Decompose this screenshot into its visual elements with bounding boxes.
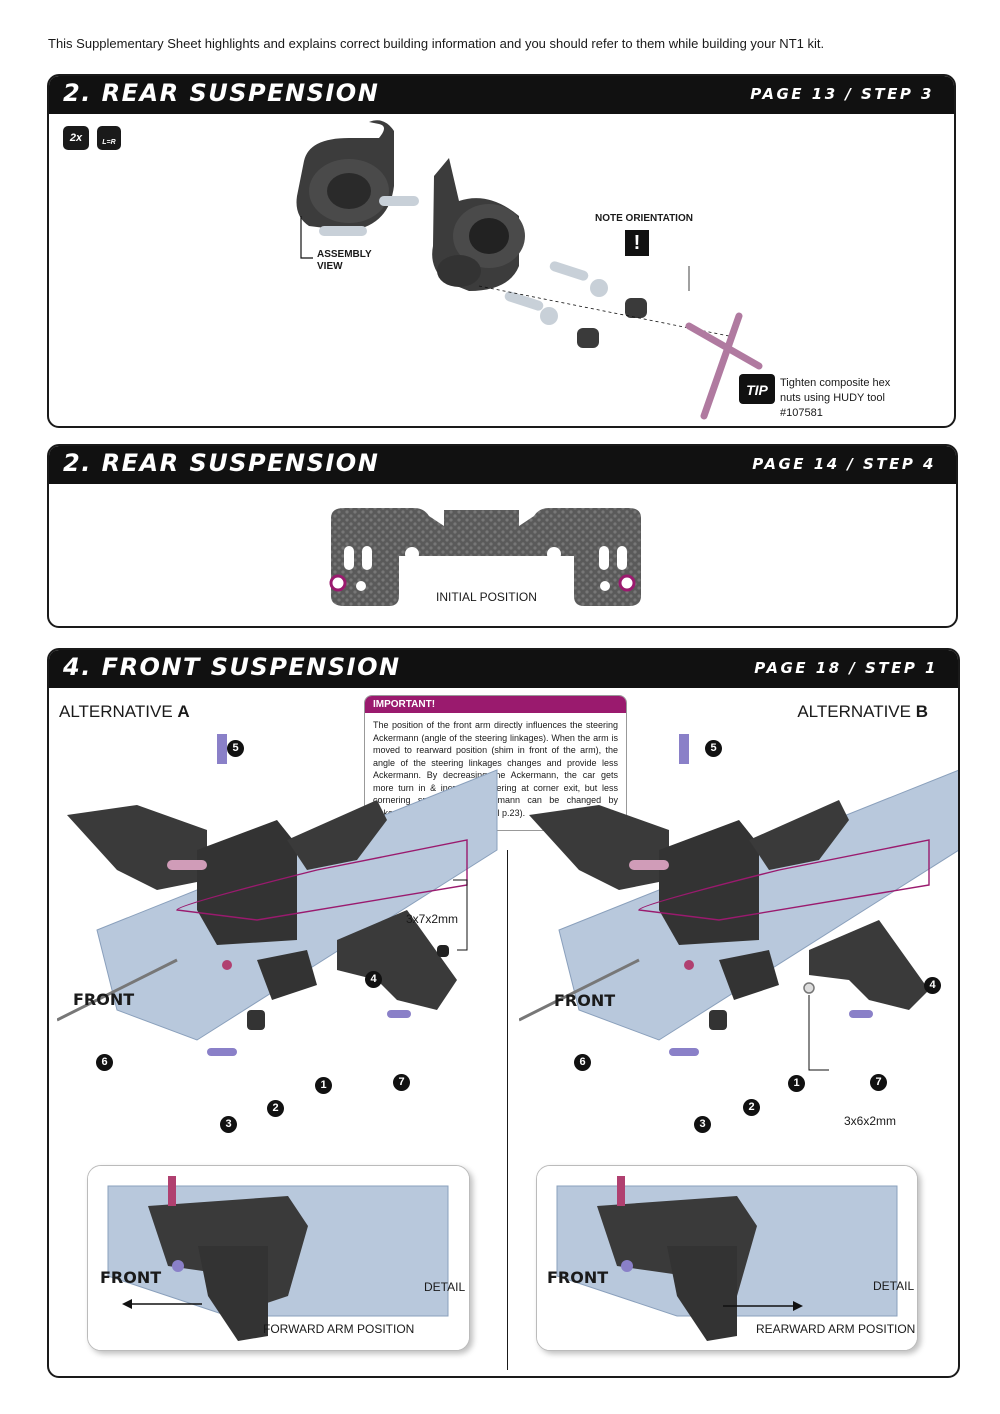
alternative-a-label: ALTERNATIVE A <box>59 702 190 721</box>
detail-forward-illustration <box>88 1166 469 1350</box>
part-number-7: 7 <box>393 1074 410 1091</box>
section-rear-suspension-step3: 2. REAR SUSPENSION PAGE 13 / STEP 3 2x L… <box>47 74 956 428</box>
detail-box-forward: FRONT DETAIL FORWARD ARM POSITION <box>87 1165 470 1351</box>
rearward-arrow-icon <box>723 1301 803 1311</box>
part-number-4: 4 <box>365 971 382 988</box>
shim-size-b: 3x6x2mm <box>844 1114 897 1128</box>
section-rear-suspension-step4: 2. REAR SUSPENSION PAGE 14 / STEP 4 INIT… <box>47 444 958 628</box>
tip-text: Tighten composite hex nuts using HUDY to… <box>780 377 891 419</box>
part-number-6: 6 <box>96 1054 113 1071</box>
important-title: IMPORTANT! <box>365 696 626 713</box>
carbon-plate-illustration <box>329 508 641 606</box>
section-page-ref: PAGE 14 / STEP 4 <box>752 455 936 473</box>
detail-label: DETAIL <box>873 1279 915 1293</box>
assembly-view-label: ASSEMBLY VIEW <box>317 249 372 272</box>
part-number-2: 2 <box>267 1100 284 1117</box>
section-title: 4. FRONT SUSPENSION <box>63 653 401 681</box>
initial-position-label: INITIAL POSITION <box>436 590 537 604</box>
section-front-suspension-step1: 4. FRONT SUSPENSION PAGE 18 / STEP 1 ALT… <box>47 648 960 1378</box>
forward-position-caption: FORWARD ARM POSITION <box>263 1322 415 1336</box>
alternative-b-illustration <box>519 734 958 1071</box>
note-orientation-label: NOTE ORIENTATION <box>595 213 693 224</box>
part-number-6: 6 <box>574 1054 591 1071</box>
section-title: 2. REAR SUSPENSION <box>63 79 380 107</box>
tip-badge: TIP <box>739 374 775 404</box>
section-header: 4. FRONT SUSPENSION PAGE 18 / STEP 1 <box>49 650 958 688</box>
column-divider <box>507 850 508 1370</box>
part-number-1: 1 <box>788 1075 805 1092</box>
detail-label: DETAIL <box>424 1280 466 1294</box>
section-title: 2. REAR SUSPENSION <box>63 449 380 477</box>
rearward-position-caption: REARWARD ARM POSITION <box>756 1322 916 1336</box>
front-label: FRONT <box>100 1268 162 1287</box>
front-label: FRONT <box>73 990 135 1009</box>
front-label: FRONT <box>547 1268 609 1287</box>
part-number-3: 3 <box>220 1116 237 1133</box>
part-number-1: 1 <box>315 1077 332 1094</box>
intro-text: This Supplementary Sheet highlights and … <box>48 36 825 51</box>
part-number-5: 5 <box>227 740 244 757</box>
forward-arrow-icon <box>122 1299 202 1309</box>
part-number-5: 5 <box>705 740 722 757</box>
section-header: 2. REAR SUSPENSION PAGE 13 / STEP 3 <box>49 76 954 114</box>
detail-box-rearward: FRONT DETAIL REARWARD ARM POSITION <box>536 1165 918 1351</box>
part-number-3: 3 <box>694 1116 711 1133</box>
section-page-ref: PAGE 18 / STEP 1 <box>754 659 938 677</box>
front-label: FRONT <box>554 991 616 1010</box>
alternative-b-label: ALTERNATIVE B <box>797 702 928 721</box>
part-number-2: 2 <box>743 1099 760 1116</box>
shim-size-a: 3x7x2mm <box>406 912 459 926</box>
hub-carrier-illustration <box>296 120 763 420</box>
section-header: 2. REAR SUSPENSION PAGE 14 / STEP 4 <box>49 446 956 484</box>
warning-icon: ! <box>625 230 649 256</box>
part-number-4: 4 <box>924 977 941 994</box>
part-number-7: 7 <box>870 1074 887 1091</box>
alternative-a-illustration <box>57 734 498 1056</box>
left-right-badge: L=R <box>97 126 121 150</box>
quantity-badge: 2x <box>63 126 89 150</box>
section-page-ref: PAGE 13 / STEP 3 <box>750 85 934 103</box>
detail-rearward-illustration <box>537 1166 917 1350</box>
